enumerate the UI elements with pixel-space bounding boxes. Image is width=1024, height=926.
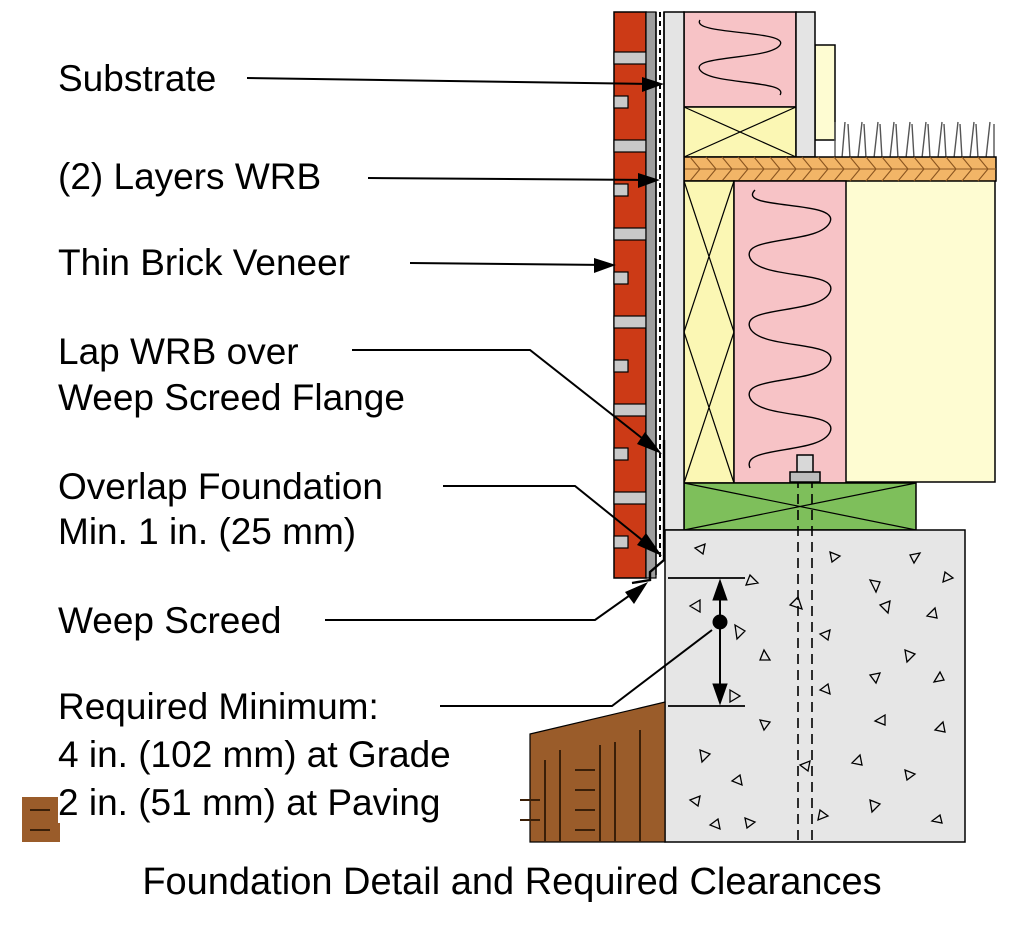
interior-drywall	[839, 179, 996, 483]
leader-overlap	[443, 485, 653, 549]
leader-required	[440, 629, 713, 707]
concrete-aggregate	[688, 542, 955, 831]
label-substrate: Substrate	[58, 58, 217, 99]
soil-texture	[30, 730, 641, 842]
rim-joist	[683, 180, 735, 484]
diagram-caption: Foundation Detail and Required Clearance…	[142, 861, 882, 903]
label-weep-screed: Weep Screed	[58, 600, 282, 641]
soil-paving	[22, 797, 60, 842]
sheathing-substrate	[663, 11, 685, 531]
leader-weep	[325, 587, 641, 621]
floor-insulation	[733, 180, 847, 484]
leader-lap	[352, 349, 653, 447]
clearance-dimension	[668, 577, 745, 707]
label-required-line3: 2 in. (51 mm) at Paving	[58, 781, 447, 825]
leader-lines	[246, 77, 713, 707]
leader-arrowheads	[594, 77, 664, 604]
label-brick-veneer: Thin Brick Veneer	[58, 242, 351, 283]
weep-screed	[631, 440, 666, 585]
interior-trim	[814, 44, 836, 141]
label-lap-wrb-line2: Weep Screed Flange	[58, 377, 405, 418]
upper-interior-board	[795, 11, 816, 158]
label-overlap-line1: Overlap Foundation	[58, 466, 383, 507]
label-lap-wrb-line1: Lap WRB over	[58, 331, 299, 372]
carpet	[834, 121, 995, 159]
leader-wrb	[367, 177, 649, 181]
leader-substrate	[246, 77, 653, 85]
concrete-foundation	[664, 529, 966, 843]
label-required-line2: 4 in. (102 mm) at Grade	[58, 733, 457, 777]
setting-bed	[645, 11, 657, 579]
anchor-bolt	[789, 454, 821, 842]
label-wrb: (2) Layers WRB	[58, 156, 322, 197]
leader-veneer	[409, 262, 609, 266]
soil-grade	[529, 701, 666, 843]
label-overlap-line2: Min. 1 in. (25 mm)	[58, 511, 357, 552]
upper-insulation	[683, 11, 797, 108]
label-required-line1: Required Minimum:	[58, 686, 379, 727]
